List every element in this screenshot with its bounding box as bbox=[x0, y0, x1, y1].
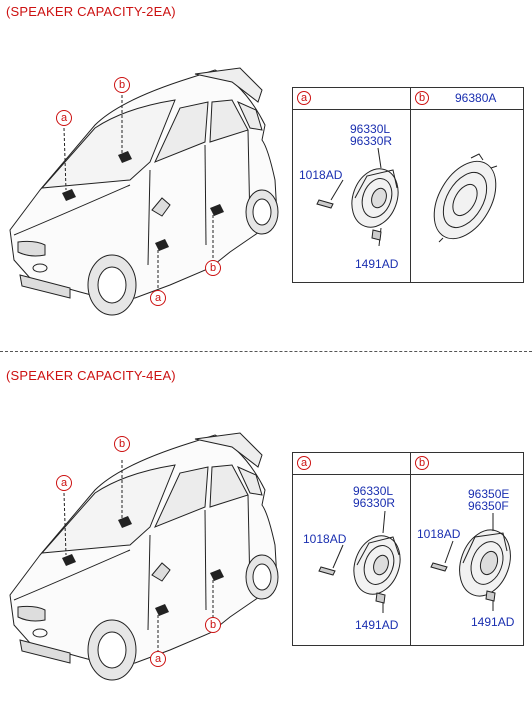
vehicle-illustration bbox=[9, 67, 279, 316]
part-number: 96330R bbox=[353, 496, 396, 510]
part-number: 96350F bbox=[468, 499, 509, 513]
column-b-part-number: 96380A bbox=[455, 91, 497, 105]
panel-column-divider bbox=[410, 88, 411, 282]
vehicle-illustration bbox=[9, 432, 279, 681]
column-b-badge: b bbox=[415, 91, 429, 105]
speaker-parts-drawing bbox=[318, 510, 511, 613]
callout-b-door: b bbox=[205, 260, 221, 276]
part-number: 96330L bbox=[350, 122, 391, 136]
callout-a-door: a bbox=[150, 290, 166, 306]
part-number: 96330L bbox=[353, 484, 394, 498]
column-a-badge: a bbox=[297, 456, 311, 470]
column-b-badge: b bbox=[415, 456, 429, 470]
part-number: 1018AD bbox=[299, 168, 343, 182]
column-a-badge: a bbox=[297, 91, 311, 105]
section-title-2ea: (SPEAKER CAPACITY-2EA) bbox=[6, 4, 176, 19]
part-number: 1491AD bbox=[355, 257, 399, 271]
panel-header bbox=[293, 453, 523, 475]
part-number: 96330R bbox=[350, 134, 393, 148]
callout-a-door: a bbox=[150, 651, 166, 667]
callout-b-rear: b bbox=[114, 436, 130, 452]
callout-b-door: b bbox=[205, 617, 221, 633]
parts-panel-2ea: a b 96380A 96330L 96330R 1018AD 1491AD bbox=[292, 87, 524, 283]
section-divider bbox=[0, 351, 532, 352]
callout-a-front: a bbox=[56, 475, 72, 491]
part-number: 1018AD bbox=[417, 527, 461, 541]
panel-header bbox=[293, 88, 523, 110]
speaker-parts-drawing bbox=[316, 147, 498, 247]
panel-column-divider bbox=[410, 453, 411, 645]
callout-a-front: a bbox=[56, 110, 72, 126]
callout-b-rear: b bbox=[114, 77, 130, 93]
parts-panel-4ea: a b 96330L 96330R 1018AD 1491AD 96350E 9… bbox=[292, 452, 524, 646]
part-number: 1018AD bbox=[303, 532, 347, 546]
part-number: 1491AD bbox=[471, 615, 515, 629]
part-number: 1491AD bbox=[355, 618, 399, 632]
part-number: 96350E bbox=[468, 487, 510, 501]
section-title-4ea: (SPEAKER CAPACITY-4EA) bbox=[6, 368, 176, 383]
